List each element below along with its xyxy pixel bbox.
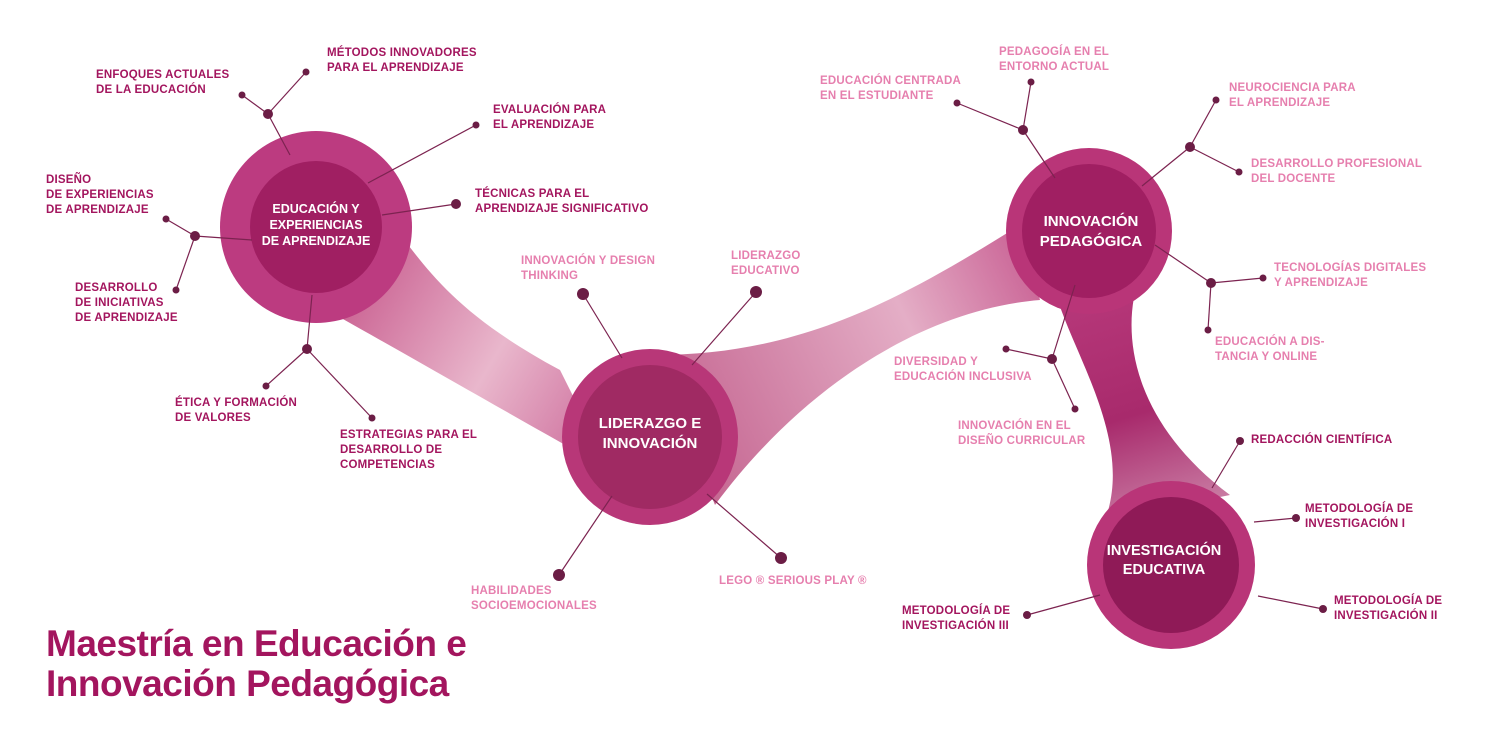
label-metodologia-3: METODOLOGÍA DE INVESTIGACIÓN III bbox=[902, 605, 1011, 632]
label-tecnicas: TÉCNICAS PARA EL APRENDIZAJE SIGNIFICATI… bbox=[475, 188, 649, 215]
hub-investigacion-circle bbox=[1087, 481, 1255, 649]
label-desarrollo-iniciativas: DESARROLLO DE INICIATIVAS DE APRENDIZAJE bbox=[75, 282, 178, 324]
label-design-thinking: INNOVACIÓN Y DESIGN THINKING bbox=[521, 255, 656, 282]
leaf-dot bbox=[577, 288, 589, 300]
leaf-dot bbox=[472, 121, 480, 129]
label-estrategias: ESTRATEGIAS PARA EL DESARROLLO DE COMPET… bbox=[340, 429, 478, 471]
label-tecnologias: TECNOLOGÍAS DIGITALES Y APRENDIZAJE bbox=[1274, 262, 1427, 289]
label-habilidades: HABILIDADES SOCIOEMOCIONALES bbox=[471, 585, 597, 612]
program-title: Maestría en Educación e Innovación Pedag… bbox=[46, 623, 467, 704]
leaf-dot bbox=[262, 382, 270, 390]
spoke bbox=[306, 348, 373, 419]
hub-innovacion-label: INNOVACIÓN PEDAGÓGICA bbox=[1039, 213, 1143, 250]
label-liderazgo-educativo: LIDERAZGO EDUCATIVO bbox=[731, 250, 801, 277]
label-diseno-curricular: INNOVACIÓN EN EL DISEÑO CURRICULAR bbox=[958, 420, 1086, 447]
spoke bbox=[381, 203, 457, 216]
connector-innovacion-investigacion bbox=[1055, 275, 1230, 520]
hub-educacion-circle bbox=[220, 131, 412, 323]
label-desarrollo-profesional: DESARROLLO PROFESIONAL DEL DOCENTE bbox=[1251, 158, 1423, 185]
spoke bbox=[367, 124, 477, 184]
spoke bbox=[1051, 284, 1076, 360]
label-metodologia-2: METODOLOGÍA DE INVESTIGACIÓN II bbox=[1334, 595, 1443, 622]
label-redaccion: REDACCIÓN CIENTÍFICA bbox=[1251, 434, 1393, 446]
label-etica: ÉTICA Y FORMACIÓN DE VALORES bbox=[175, 397, 298, 424]
spoke bbox=[558, 495, 613, 576]
spoke bbox=[1022, 129, 1056, 179]
leaf-dot bbox=[1292, 514, 1300, 522]
spoke bbox=[1141, 146, 1191, 187]
spoke bbox=[1026, 594, 1101, 616]
spoke bbox=[1154, 244, 1212, 284]
spoke bbox=[582, 293, 623, 359]
spoke bbox=[1189, 99, 1217, 148]
label-diversidad: DIVERSIDAD Y EDUCACIÓN INCLUSIVA bbox=[894, 356, 1032, 383]
leaf-dot bbox=[953, 99, 961, 107]
leaf-dot bbox=[1212, 96, 1220, 104]
leaf-dot bbox=[1027, 78, 1035, 86]
leaf-dot bbox=[368, 414, 376, 422]
connector-liderazgo-innovacion bbox=[655, 225, 1040, 505]
hub-investigacion-label: INVESTIGACIÓN EDUCATIVA bbox=[1106, 543, 1222, 578]
leaf-dot bbox=[238, 91, 246, 99]
label-diseno: DISEÑO DE EXPERIENCIAS DE APRENDIZAJE bbox=[46, 174, 154, 216]
hub-innovacion-circle bbox=[1006, 148, 1172, 314]
junction-dot bbox=[1018, 125, 1028, 135]
leaf-dot bbox=[1236, 437, 1244, 445]
spoke bbox=[706, 493, 782, 559]
hub-liderazgo-label: LIDERAZGO E INNOVACIÓN bbox=[598, 415, 702, 452]
leaf-dot bbox=[1235, 168, 1243, 176]
leaf-dot bbox=[302, 68, 310, 76]
hub-educacion-label: EDUCACIÓN Y EXPERIENCIAS DE APRENDIZAJE bbox=[261, 202, 371, 248]
label-metodologia-1: METODOLOGÍA DE INVESTIGACIÓN I bbox=[1305, 503, 1414, 530]
leaf-dot bbox=[750, 286, 762, 298]
junction-dot bbox=[1185, 142, 1195, 152]
junction-dot bbox=[263, 109, 273, 119]
spoke bbox=[241, 94, 269, 115]
label-enfoques: ENFOQUES ACTUALES DE LA EDUCACIÓN bbox=[96, 69, 230, 96]
spoke bbox=[165, 218, 196, 237]
leaf-dot bbox=[1071, 405, 1079, 413]
spoke bbox=[1189, 146, 1240, 173]
spoke bbox=[1257, 595, 1324, 610]
spoke bbox=[1253, 517, 1297, 523]
leaf-dot bbox=[775, 552, 787, 564]
spoke bbox=[1210, 277, 1264, 284]
leaf-dot bbox=[1023, 611, 1031, 619]
label-neurociencia: NEUROCIENCIA PARA EL APRENDIZAJE bbox=[1229, 82, 1356, 109]
spoke bbox=[175, 235, 196, 291]
leaf-dot bbox=[172, 286, 180, 294]
leaf-dot bbox=[1319, 605, 1327, 613]
junction-dot bbox=[1206, 278, 1216, 288]
spoke bbox=[265, 348, 308, 387]
label-lego: LEGO ® SERIOUS PLAY ® bbox=[719, 575, 867, 587]
spoke bbox=[691, 291, 757, 366]
label-distancia: EDUCACIÓN A DIS- TANCIA Y ONLINE bbox=[1215, 336, 1325, 363]
leaf-dot bbox=[553, 569, 565, 581]
label-pedagogia: PEDAGOGÍA EN EL ENTORNO ACTUAL bbox=[999, 46, 1110, 73]
spoke bbox=[267, 71, 307, 115]
leaf-dot bbox=[1002, 345, 1010, 353]
hub-liderazgo-circle bbox=[562, 349, 738, 525]
junction-dot bbox=[1047, 354, 1057, 364]
spoke bbox=[1211, 440, 1241, 489]
junction-dot bbox=[190, 231, 200, 241]
leaf-dot bbox=[162, 215, 170, 223]
spoke bbox=[1022, 81, 1032, 131]
spoke bbox=[194, 235, 253, 241]
spoke bbox=[1051, 358, 1076, 410]
label-educacion-centrada: EDUCACIÓN CENTRADA EN EL ESTUDIANTE bbox=[820, 75, 961, 102]
label-evaluacion: EVALUACIÓN PARA EL APRENDIZAJE bbox=[493, 104, 607, 131]
leaf-dot bbox=[1204, 326, 1212, 334]
leaf-dot bbox=[451, 199, 461, 209]
leaf-dot bbox=[1259, 274, 1267, 282]
spoke bbox=[956, 102, 1024, 131]
spoke bbox=[306, 294, 313, 350]
junction-dot bbox=[302, 344, 312, 354]
spoke bbox=[1207, 282, 1212, 331]
spoke bbox=[1005, 348, 1053, 360]
spoke bbox=[267, 113, 291, 156]
label-metodos: MÉTODOS INNOVADORES PARA EL APRENDIZAJE bbox=[327, 47, 477, 74]
